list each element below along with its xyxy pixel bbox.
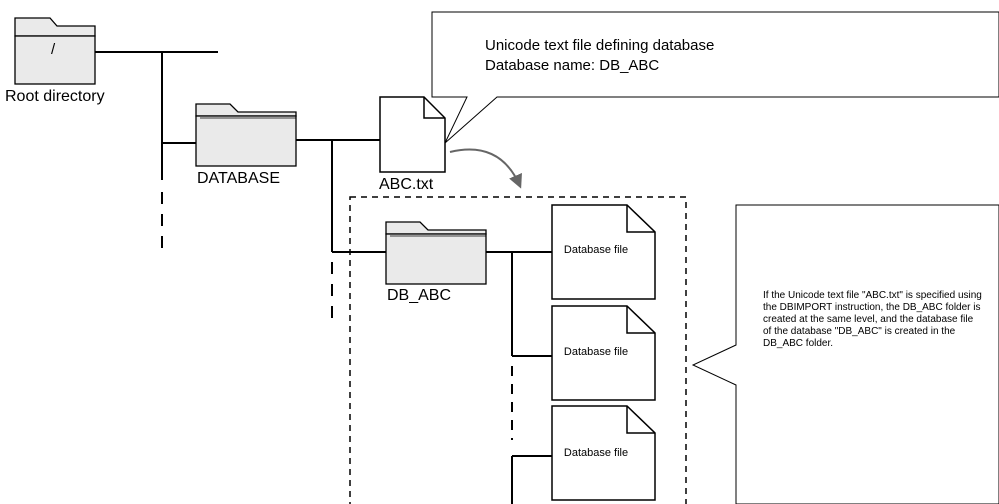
root-folder-icon[interactable] bbox=[14, 17, 96, 85]
abc-txt-label: ABC.txt bbox=[379, 176, 434, 193]
root-directory-label: Root directory bbox=[5, 88, 105, 105]
database-file-icon[interactable] bbox=[551, 305, 656, 401]
callout-top-box bbox=[431, 11, 999, 144]
db-abc-folder-label: DB_ABC bbox=[387, 287, 452, 304]
created-output-dashed-box bbox=[349, 196, 687, 504]
database-folder-label: DATABASE bbox=[197, 170, 280, 187]
database-file-icon[interactable] bbox=[551, 405, 656, 501]
db-abc-tree-lines bbox=[486, 251, 552, 504]
callout-right-box bbox=[691, 204, 999, 504]
import-arrow bbox=[449, 148, 522, 189]
db-abc-folder-icon[interactable] bbox=[385, 221, 487, 285]
callout-right-text: If the Unicode text file "ABC.txt" is sp… bbox=[763, 290, 982, 349]
callout-top-text: Unicode text file defining database Data… bbox=[485, 36, 714, 76]
callout-top-line2: Database name: DB_ABC bbox=[485, 57, 660, 74]
database-file-label: Database file bbox=[563, 447, 629, 459]
root-tree-lines bbox=[95, 51, 218, 255]
abc-txt-file-icon[interactable] bbox=[379, 96, 446, 173]
callout-top-line1: Unicode text file defining database bbox=[485, 37, 715, 54]
database-file-label: Database file bbox=[563, 244, 629, 256]
database-file-label: Database file bbox=[563, 346, 629, 358]
database-tree-lines bbox=[296, 139, 386, 328]
root-slash-label: / bbox=[51, 41, 56, 58]
database-folder-icon[interactable] bbox=[195, 103, 297, 167]
database-file-icon[interactable] bbox=[551, 204, 656, 300]
